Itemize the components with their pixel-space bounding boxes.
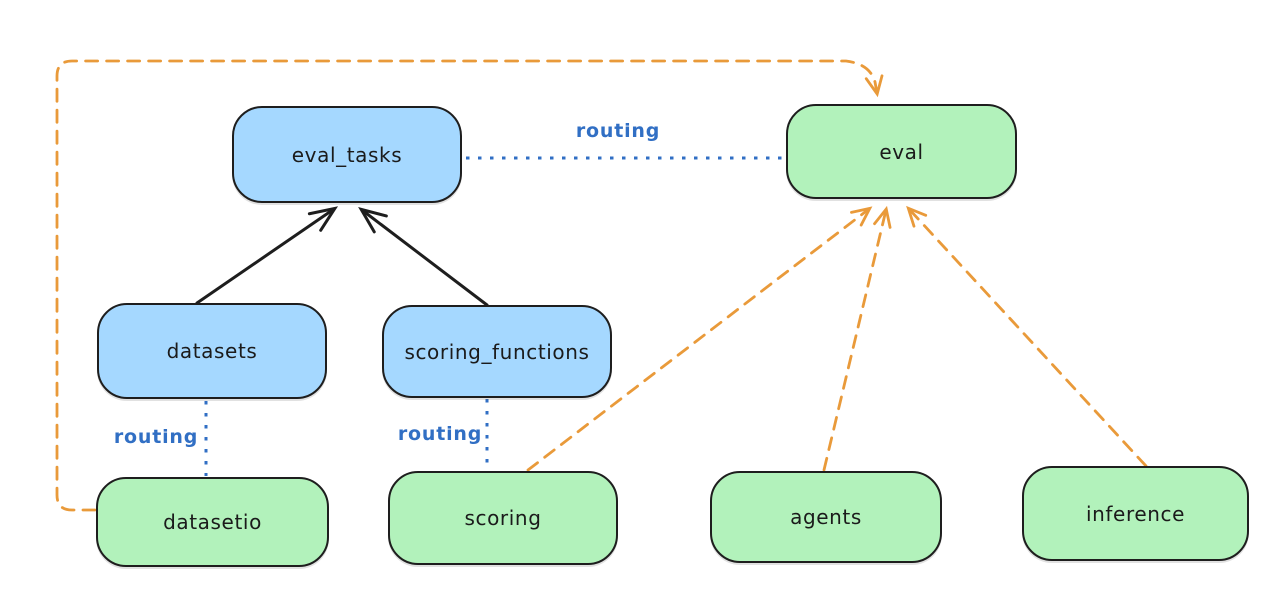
edge-scoring-to-eval: [526, 206, 873, 472]
node-scoring-functions-label: scoring_functions: [404, 339, 590, 364]
edge-label-routing-datasets-datasetio: routing: [113, 426, 199, 448]
node-scoring-functions: scoring_functions: [382, 305, 612, 398]
edge-label-routing-scoring-functions-scoring: routing: [397, 423, 483, 445]
node-datasetio: datasetio: [96, 477, 329, 567]
node-eval: eval: [786, 104, 1017, 199]
node-eval-label: eval: [879, 139, 924, 164]
edge-datasetio-to-eval: [55, 59, 884, 512]
node-scoring-label: scoring: [464, 506, 542, 530]
node-inference: inference: [1022, 466, 1249, 561]
edge-label-routing-eval-tasks-eval: routing: [575, 120, 661, 142]
node-eval-tasks-label: eval_tasks: [291, 142, 403, 167]
node-scoring: scoring: [388, 471, 618, 565]
node-agents-label: agents: [790, 505, 862, 529]
node-inference-label: inference: [1085, 501, 1186, 526]
node-datasetio-label: datasetio: [163, 510, 262, 534]
edge-agents-to-eval: [822, 205, 892, 472]
edge-inference-to-eval: [906, 205, 1148, 468]
edge-datasets-to-eval-tasks: [195, 206, 339, 305]
node-eval-tasks: eval_tasks: [232, 106, 462, 203]
edge-scoring-functions-to-eval-tasks: [358, 207, 489, 307]
node-agents: agents: [710, 471, 942, 563]
node-datasets: datasets: [97, 303, 327, 399]
node-datasets-label: datasets: [166, 339, 258, 363]
